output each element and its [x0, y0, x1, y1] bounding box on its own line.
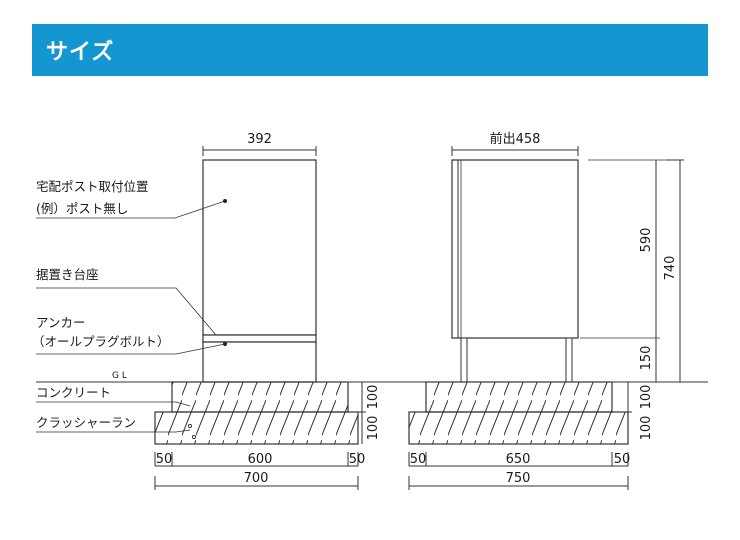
front-base-left: 50 — [156, 452, 173, 467]
front-pedestal-top — [202, 334, 317, 343]
front-base-total: 700 — [244, 471, 269, 486]
section-title: サイズ — [46, 40, 115, 65]
front-width-label: 392 — [247, 132, 272, 147]
side-leg-front — [460, 337, 468, 383]
side-base-mid: 650 — [506, 452, 531, 467]
side-base-total: 750 — [506, 471, 531, 486]
label-pedestal: 据置き台座 — [36, 267, 99, 282]
label-crusher-run: クラッシャーラン — [36, 415, 136, 430]
front-box — [202, 159, 317, 336]
label-example: (例）ポスト無し — [36, 201, 128, 216]
side-concrete-height: 100 — [639, 385, 654, 410]
side-base-left: 50 — [410, 452, 427, 467]
front-base-mid: 600 — [248, 452, 273, 467]
front-crusher-run — [154, 411, 359, 445]
label-anchor-bolt: （オールプラグボルト） — [32, 334, 170, 349]
label-gl: G L — [112, 371, 127, 381]
label-concrete: コンクリート — [36, 385, 111, 400]
side-crusher-run — [408, 411, 629, 445]
section-header: サイズ — [32, 24, 708, 76]
side-crusher-height: 100 — [639, 416, 654, 441]
label-anchor: アンカー — [36, 315, 86, 330]
side-base-right: 50 — [614, 452, 631, 467]
leader-lines — [36, 200, 226, 433]
side-total-height: 740 — [663, 256, 678, 281]
front-crusher-height: 100 — [366, 416, 381, 441]
front-pedestal — [202, 341, 317, 383]
front-concrete — [171, 381, 349, 413]
side-leg-height: 150 — [639, 346, 654, 371]
front-concrete-height: 100 — [366, 385, 381, 410]
side-view: 前出458 590 150 740 100 100 50 6 — [362, 131, 708, 490]
front-view: 392 100 100 50 600 50 700 — [36, 132, 381, 490]
side-box-height: 590 — [639, 228, 654, 253]
front-base-right: 50 — [349, 452, 366, 467]
side-depth-label: 前出458 — [490, 131, 541, 147]
side-leg-back — [565, 337, 573, 383]
side-box — [451, 159, 579, 339]
label-mount: 宅配ポスト取付位置 — [36, 179, 149, 194]
side-concrete — [425, 381, 613, 413]
